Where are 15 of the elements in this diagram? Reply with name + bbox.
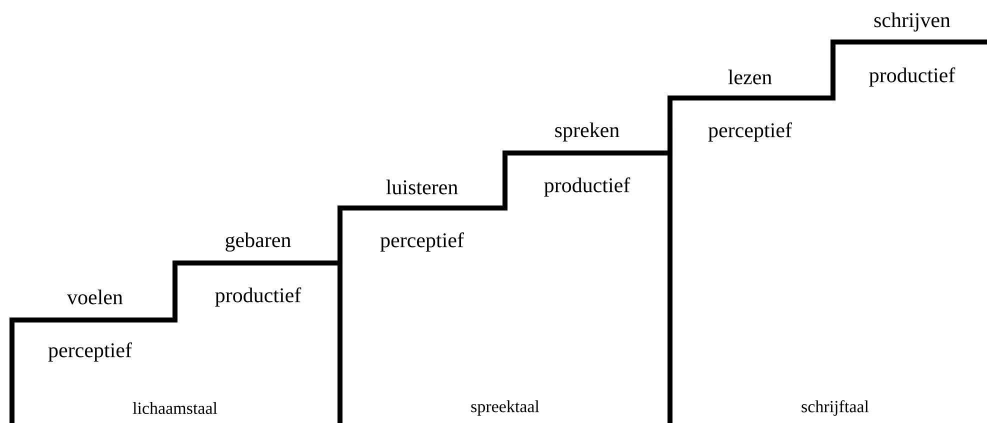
step-label: perceptief <box>708 122 792 142</box>
step-label: gebaren <box>226 232 291 252</box>
step-label: schrijven <box>874 12 950 32</box>
column-label: lichaamstaal <box>132 402 218 414</box>
step-label: luisteren <box>386 180 458 194</box>
step-label: productief <box>544 177 630 197</box>
step-label: voelen <box>67 290 123 304</box>
step-label: perceptief <box>380 232 464 252</box>
column-label: schrijftaal <box>802 400 869 416</box>
step-label: productief <box>869 67 956 87</box>
step-label: perceptief <box>48 342 132 362</box>
step-label: productief <box>215 287 302 307</box>
column-label: spreektaal <box>471 400 540 416</box>
step-label: lezen <box>728 70 772 84</box>
step-label: spreken <box>555 122 620 142</box>
